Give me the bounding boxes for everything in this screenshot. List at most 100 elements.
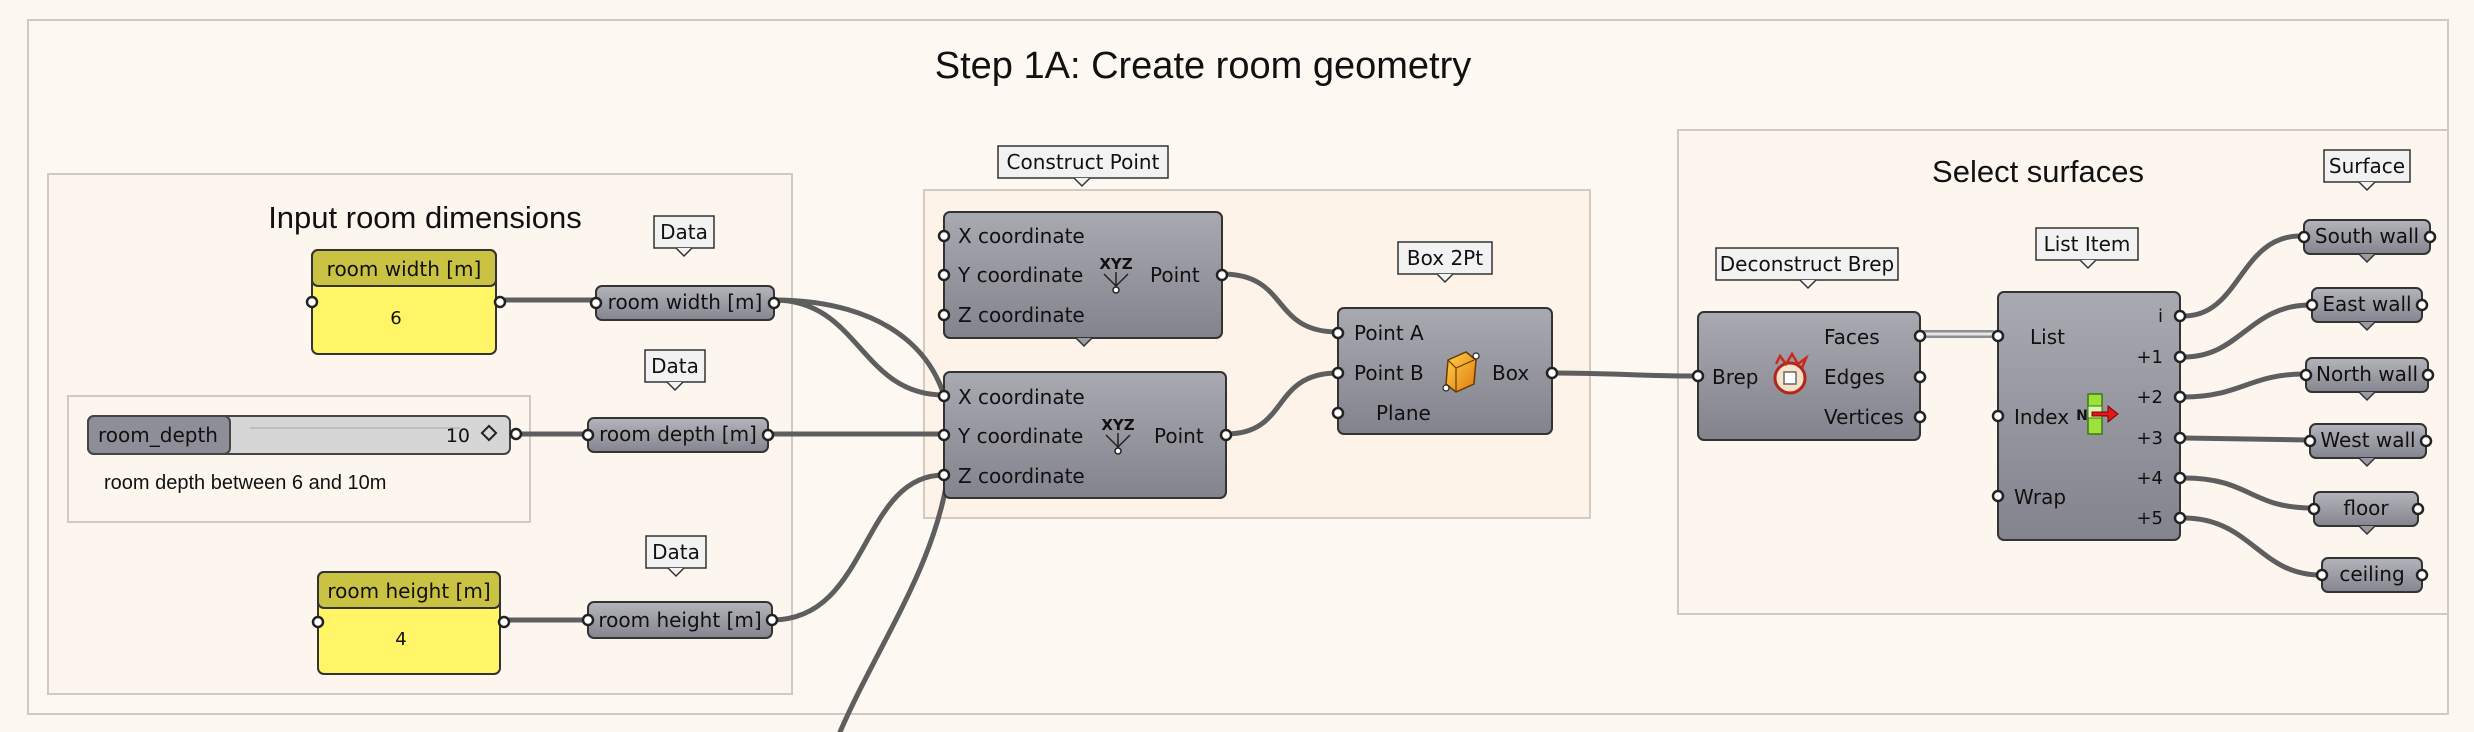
surface-ceiling[interactable]: ceiling <box>2321 557 2423 593</box>
port[interactable] <box>761 428 775 442</box>
surface-south-wall[interactable]: South wall <box>2303 219 2431 264</box>
tag-list-item-text: List Item <box>2044 232 2131 256</box>
cp1-output: Point <box>1150 263 1200 287</box>
port[interactable] <box>311 615 325 629</box>
port[interactable] <box>937 308 951 322</box>
select-group-title: Select surfaces <box>1932 154 2144 189</box>
port[interactable] <box>1991 409 2005 423</box>
port[interactable] <box>1331 406 1345 420</box>
width-panel[interactable]: room width [m] 6 <box>311 249 497 355</box>
port[interactable] <box>2173 471 2187 485</box>
port[interactable] <box>581 613 595 627</box>
cp2-input-z: Z coordinate <box>958 464 1085 488</box>
port[interactable] <box>2299 368 2313 382</box>
surface-east-wall-label: East wall <box>2322 292 2411 316</box>
port[interactable] <box>2173 431 2187 445</box>
port[interactable] <box>509 427 523 441</box>
port[interactable] <box>937 268 951 282</box>
port[interactable] <box>1991 489 2005 503</box>
port[interactable] <box>1331 366 1345 380</box>
box-2pt-component[interactable]: Point A Point B Plane Box <box>1337 307 1553 435</box>
height-panel[interactable]: room height [m] 4 <box>317 571 501 675</box>
construct-point-1[interactable]: X coordinate Y coordinate Z coordinate P… <box>943 211 1223 348</box>
wire-height-z <box>769 472 947 623</box>
port[interactable] <box>2419 434 2433 448</box>
tag-data-width: Data <box>653 215 715 258</box>
port[interactable] <box>2421 368 2435 382</box>
port[interactable] <box>2173 511 2187 525</box>
port[interactable] <box>493 295 507 309</box>
port[interactable] <box>1913 410 1927 424</box>
surface-west-wall-label: West wall <box>2320 428 2415 452</box>
port[interactable] <box>1913 370 1927 384</box>
slider-grip-icon[interactable] <box>480 424 498 442</box>
svg-text:XYZ: XYZ <box>1099 255 1132 273</box>
port[interactable] <box>2315 568 2329 582</box>
depth-slider-label: room_depth <box>98 423 218 447</box>
explode-brep-icon <box>1773 351 1809 395</box>
port[interactable] <box>767 296 781 310</box>
box-input-b: Point B <box>1354 361 1424 385</box>
depth-slider[interactable]: room_depth 10 room depth between 6 and 1… <box>87 415 511 494</box>
port[interactable] <box>581 428 595 442</box>
tag-data-depth-text: Data <box>651 354 699 378</box>
port[interactable] <box>2297 230 2311 244</box>
port[interactable] <box>1545 366 1559 380</box>
port[interactable] <box>1331 326 1345 340</box>
port[interactable] <box>2307 502 2321 516</box>
data-param-depth-label: room depth [m] <box>599 422 757 446</box>
port[interactable] <box>2305 298 2319 312</box>
height-panel-value: 4 <box>395 629 406 650</box>
svg-text:XYZ: XYZ <box>1101 416 1134 434</box>
port[interactable] <box>2303 434 2317 448</box>
deconstruct-brep-component[interactable]: Brep Faces Edges Vertices <box>1697 311 1921 441</box>
list-item-icon: N <box>2076 393 2119 435</box>
port[interactable] <box>2415 298 2429 312</box>
wire-east <box>2181 302 2313 360</box>
port[interactable] <box>1991 329 2005 343</box>
tag-data-height-text: Data <box>652 540 700 564</box>
data-param-width-label: room width [m] <box>608 290 763 314</box>
width-panel-label: room width [m] <box>327 257 482 281</box>
box-input-a: Point A <box>1354 321 1424 345</box>
port[interactable] <box>2415 568 2429 582</box>
data-param-height[interactable]: room height [m] <box>587 601 773 639</box>
port[interactable] <box>937 229 951 243</box>
data-param-width[interactable]: room width [m] <box>595 285 775 321</box>
cp2-input-x: X coordinate <box>958 385 1085 409</box>
port[interactable] <box>2173 309 2187 323</box>
wire-pointA <box>1219 271 1341 335</box>
surface-north-wall[interactable]: North wall <box>2305 357 2429 402</box>
port[interactable] <box>1215 268 1229 282</box>
port[interactable] <box>2423 230 2437 244</box>
port[interactable] <box>1913 329 1927 343</box>
tag-surface: Surface <box>2323 149 2411 192</box>
port[interactable] <box>1219 428 1233 442</box>
port[interactable] <box>937 428 951 442</box>
list-item-component[interactable]: List Index Wrap i +1 +2 +3 +4 +5 N <box>1997 291 2181 541</box>
port[interactable] <box>589 296 603 310</box>
tag-construct-point: Construct Point <box>997 145 1169 188</box>
port[interactable] <box>305 295 319 309</box>
data-param-depth[interactable]: room depth [m] <box>587 417 769 453</box>
port[interactable] <box>2173 390 2187 404</box>
surface-east-wall[interactable]: East wall <box>2311 287 2423 332</box>
port[interactable] <box>2411 502 2425 516</box>
box-cube-icon <box>1442 351 1480 393</box>
cp2-input-y: Y coordinate <box>957 424 1083 448</box>
wire-pointB <box>1223 370 1341 437</box>
construct-point-2[interactable]: X coordinate Y coordinate Z coordinate P… <box>943 371 1227 499</box>
port[interactable] <box>2173 350 2187 364</box>
port[interactable] <box>937 468 951 482</box>
box-input-plane: Plane <box>1376 401 1431 425</box>
surface-south-wall-label: South wall <box>2315 224 2419 248</box>
list-input-index: Index <box>2014 405 2069 429</box>
port[interactable] <box>497 615 511 629</box>
brep-input: Brep <box>1712 365 1759 389</box>
box-output: Box <box>1492 361 1529 385</box>
port[interactable] <box>937 389 951 403</box>
port[interactable] <box>765 613 779 627</box>
port[interactable] <box>1691 369 1705 383</box>
tag-box2pt-text: Box 2Pt <box>1407 246 1483 270</box>
